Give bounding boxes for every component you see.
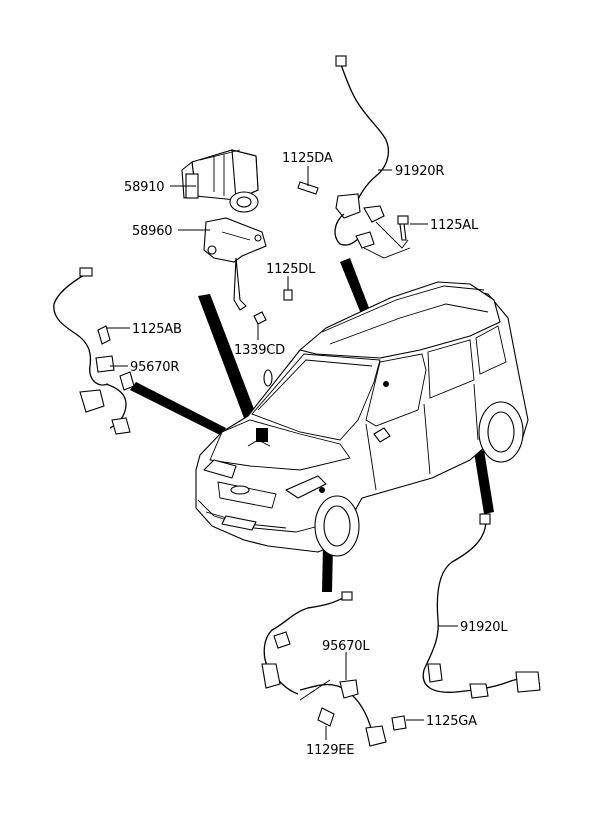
label-leader-lines bbox=[106, 166, 458, 740]
wedge-rear-left-sensor bbox=[474, 450, 494, 514]
label-1125AB: 1125AB bbox=[132, 322, 182, 337]
front-left-sensor-assembly bbox=[261, 591, 407, 747]
nut-parts bbox=[253, 289, 293, 325]
label-1125AL: 1125AL bbox=[430, 218, 479, 233]
abs-hydraulic-unit bbox=[181, 149, 259, 213]
rear-right-sensor-assembly bbox=[297, 55, 411, 259]
rear-left-sensor-assembly bbox=[422, 513, 541, 699]
label-1129EE: 1129EE bbox=[306, 743, 354, 758]
car-illustration bbox=[195, 281, 529, 557]
wedge-abs-to-hood bbox=[198, 294, 262, 434]
label-1339CD: 1339CD bbox=[234, 343, 285, 358]
label-95670R: 95670R bbox=[130, 360, 179, 375]
part-labels: 58910 58960 1125DA 91920R 1125AL 1125DL … bbox=[124, 151, 509, 758]
label-1125DL: 1125DL bbox=[266, 262, 316, 277]
front-right-sensor-assembly bbox=[53, 267, 135, 435]
label-91920R: 91920R bbox=[395, 164, 444, 179]
label-1125GA: 1125GA bbox=[426, 714, 477, 729]
label-91920L: 91920L bbox=[460, 620, 508, 635]
label-58910: 58910 bbox=[124, 180, 164, 195]
abs-bracket bbox=[203, 217, 267, 311]
wedge-front-right-sensor bbox=[130, 382, 226, 436]
label-95670L: 95670L bbox=[322, 639, 370, 654]
label-1125DA: 1125DA bbox=[282, 151, 333, 166]
leader-wedges bbox=[130, 258, 494, 592]
label-58960: 58960 bbox=[132, 224, 172, 239]
